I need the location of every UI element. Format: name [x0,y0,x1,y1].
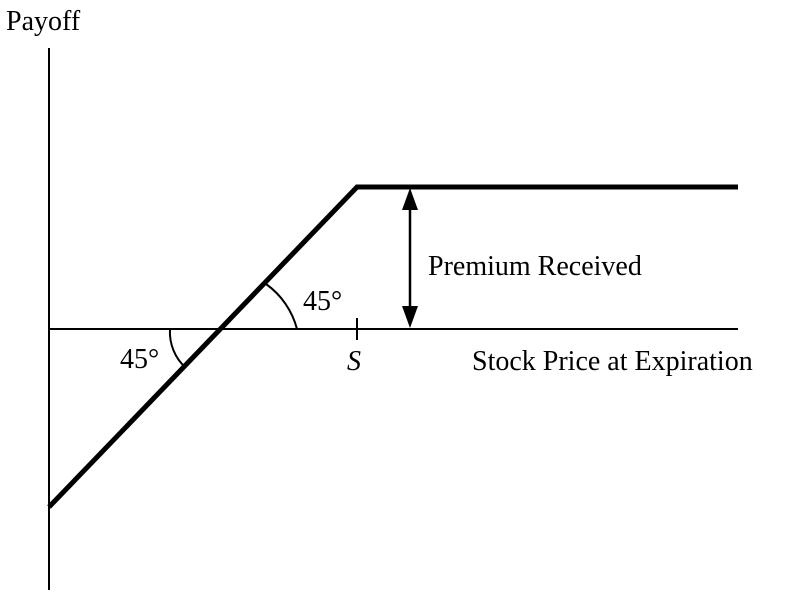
x-axis-label: Stock Price at Expiration [472,346,753,377]
payoff-line [47,184,738,509]
angle-upper-label: 45° [303,286,342,317]
y-axis-label: Payoff [6,6,81,37]
premium-arrow-head-up [402,188,418,210]
strike-label: S [347,346,361,377]
angle-arc-upper [265,283,298,330]
premium-label: Premium Received [428,251,642,282]
angle-lower-label: 45° [120,344,159,375]
premium-arrow-head-down [402,306,418,328]
angle-arc-lower [168,328,187,369]
